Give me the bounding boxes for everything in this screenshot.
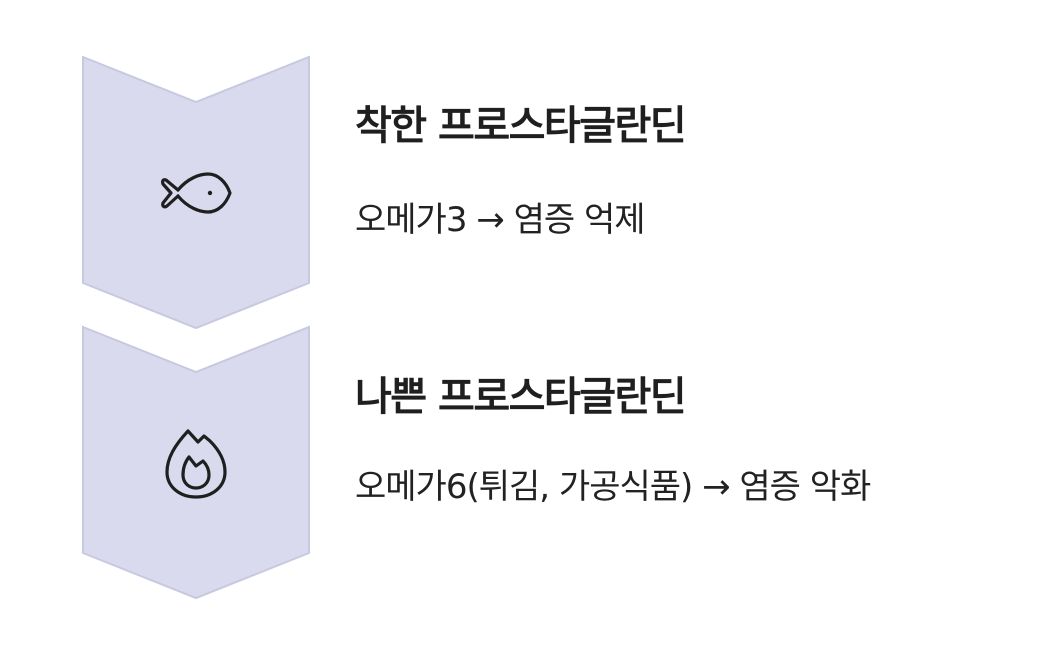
step-1-heading: 착한 프로스타글란딘 — [355, 103, 687, 149]
fish-icon — [161, 172, 232, 214]
step-2-description: 오메가6(튀김, 가공식품) → 염증 악화 — [355, 467, 871, 507]
step-1-chevron — [82, 55, 310, 330]
step-1-description: 오메가3 → 염증 억제 — [355, 200, 646, 240]
step-2-heading: 나쁜 프로스타글란딘 — [355, 374, 687, 420]
step-2-chevron — [82, 325, 310, 600]
flame-icon — [165, 429, 227, 499]
